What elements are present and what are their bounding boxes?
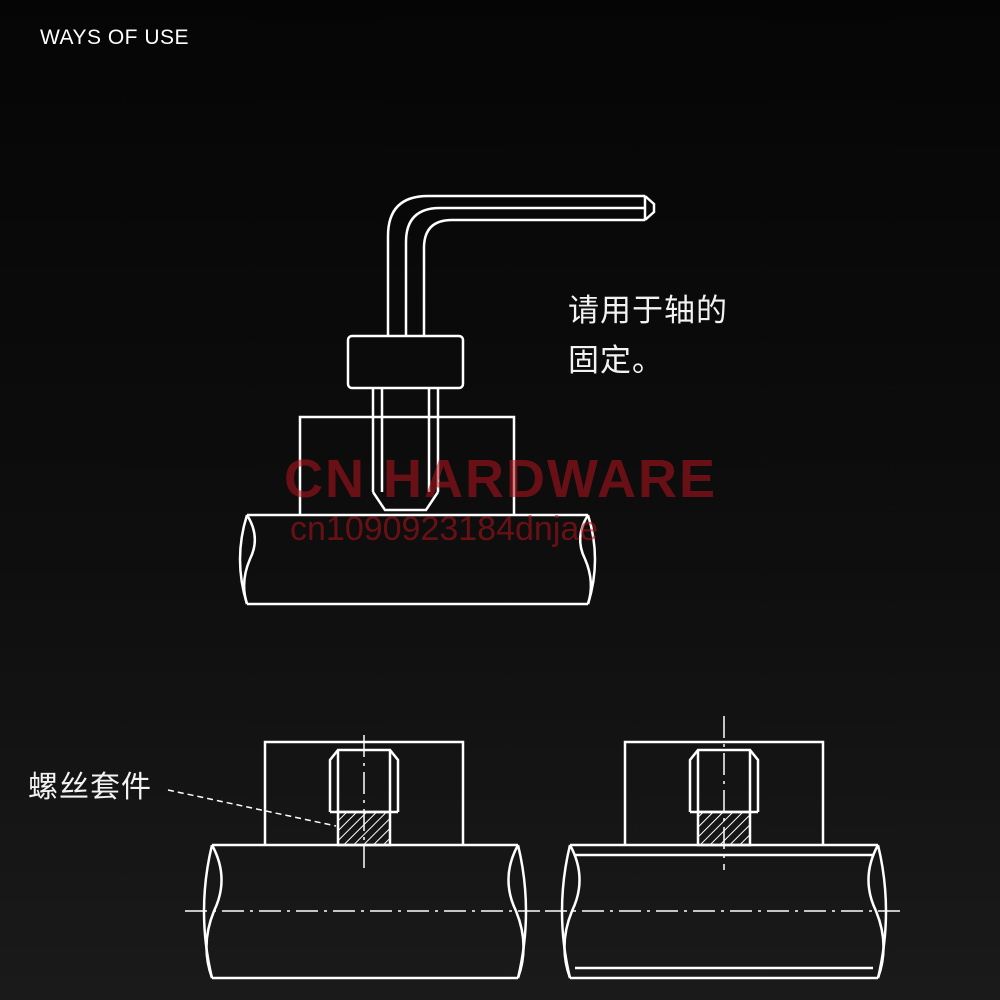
page-title: WAYS OF USE <box>40 26 190 49</box>
leader-line <box>167 789 337 827</box>
hex-key <box>386 194 656 336</box>
top-screw-head <box>346 334 465 390</box>
bottom-right-assembly <box>560 740 888 980</box>
top-assembly <box>238 194 656 606</box>
top-set-screw <box>371 388 440 512</box>
screw-kit-label: 螺丝套件 <box>28 770 152 805</box>
top-annotation-line1: 请用于轴的 <box>568 293 728 329</box>
top-annotation-line2: 固定。 <box>568 343 664 379</box>
top-shaft <box>238 513 597 606</box>
bottom-left-center-lines <box>185 735 545 912</box>
top-annotation: 请用于轴的 固定。 <box>568 286 728 386</box>
bottom-left-assembly <box>202 740 528 980</box>
bottom-right-center-lines <box>545 716 905 912</box>
watermark-brand: CN HARDWARE <box>284 449 717 509</box>
bottom-right-shaft <box>560 843 888 980</box>
watermark-code: cn1090923184dnjae <box>290 510 599 548</box>
top-collar-block <box>298 415 516 515</box>
bottom-right-collar-block <box>623 740 825 845</box>
